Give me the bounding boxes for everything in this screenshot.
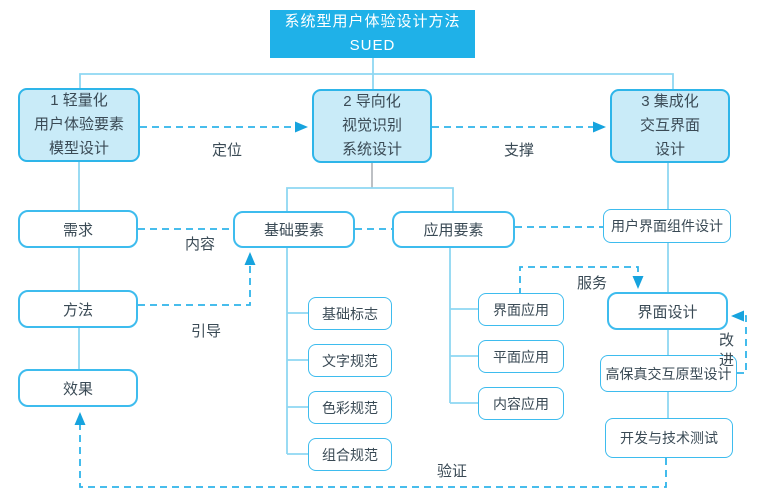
phase-2-line1: 2 导向化	[343, 93, 401, 110]
typography-spec-label: 文字规范	[322, 352, 378, 369]
hifi-prototype-label: 高保真交互原型设计	[605, 365, 732, 382]
color-spec-label: 色彩规范	[322, 399, 378, 416]
edge-validation	[74, 412, 667, 488]
applied-elements-node: 应用要素	[392, 211, 515, 248]
edge-guidance	[138, 252, 256, 306]
basic-logo-label: 基础标志	[322, 305, 378, 322]
color-spec-node: 色彩规范	[308, 391, 392, 424]
requirements-label: 需求	[62, 221, 93, 239]
dev-testing-label: 开发与技术测试	[620, 430, 718, 446]
support-edge-label: 支撑	[503, 142, 534, 159]
title-tree-line	[79, 58, 674, 89]
phase-2-line3: 系统设计	[341, 141, 402, 158]
positioning-edge-label: 定位	[211, 142, 242, 159]
improvement-edge-label: 改进	[718, 332, 734, 370]
content-edge-label: 内容	[184, 236, 215, 253]
dev-testing-node: 开发与技术测试	[605, 418, 733, 458]
hifi-prototype-node: 高保真交互原型设计	[600, 355, 737, 392]
phase-3-node: 3 集成化 交互界面 设计	[610, 89, 730, 163]
phase-1-node: 1 轻量化 用户体验要素 模型设计	[18, 88, 140, 162]
basic-elements-node: 基础要素	[233, 211, 355, 248]
combination-spec-node: 组合规范	[308, 438, 392, 471]
guidance-edge-label: 引导	[190, 323, 221, 340]
interface-design-node: 界面设计	[607, 292, 728, 330]
typography-spec-node: 文字规范	[308, 344, 392, 377]
graphic-application-label: 平面应用	[493, 348, 549, 365]
phase-2-node: 2 导向化 视觉识别 系统设计	[312, 89, 432, 163]
edge-content-chain	[138, 226, 603, 230]
basic-children-tree	[286, 248, 308, 455]
content-application-label: 内容应用	[493, 395, 549, 412]
elements-bracket-line	[286, 187, 454, 211]
applied-elements-label: 应用要素	[423, 222, 484, 239]
basic-logo-node: 基础标志	[308, 297, 392, 330]
phase-1-line1: 1 轻量化	[50, 92, 108, 109]
combination-spec-label: 组合规范	[322, 446, 378, 463]
applied-children-tree	[449, 248, 478, 404]
effects-label: 效果	[62, 380, 93, 398]
title-node: 系统型用户体验设计方法 SUED	[270, 10, 475, 58]
phase-3-line1: 3 集成化	[641, 93, 699, 110]
basic-elements-label: 基础要素	[263, 222, 324, 239]
ui-components-node: 用户界面组件设计	[603, 209, 731, 243]
validation-edge-label: 验证	[436, 463, 467, 480]
requirements-node: 需求	[18, 210, 138, 248]
interface-application-node: 界面应用	[478, 293, 564, 326]
phase-1-line2: 用户体验要素	[33, 116, 124, 133]
effects-node: 效果	[18, 369, 138, 407]
edge-service	[519, 266, 644, 295]
service-edge-label: 服务	[576, 275, 607, 292]
ui-components-label: 用户界面组件设计	[611, 218, 723, 234]
graphic-application-node: 平面应用	[478, 340, 564, 373]
content-application-node: 内容应用	[478, 387, 564, 420]
title-line2: SUED	[349, 37, 396, 54]
interface-design-label: 界面设计	[637, 303, 698, 321]
edge-improvement	[731, 310, 747, 374]
methods-label: 方法	[62, 301, 93, 319]
phase-3-line2: 交互界面	[639, 117, 700, 134]
methods-node: 方法	[18, 290, 138, 328]
interface-application-label: 界面应用	[493, 301, 549, 318]
phase-3-line3: 设计	[654, 141, 685, 158]
phase-1-line3: 模型设计	[48, 140, 109, 157]
phase-2-line2: 视觉识别	[341, 117, 402, 134]
title-line1: 系统型用户体验设计方法	[284, 13, 461, 30]
